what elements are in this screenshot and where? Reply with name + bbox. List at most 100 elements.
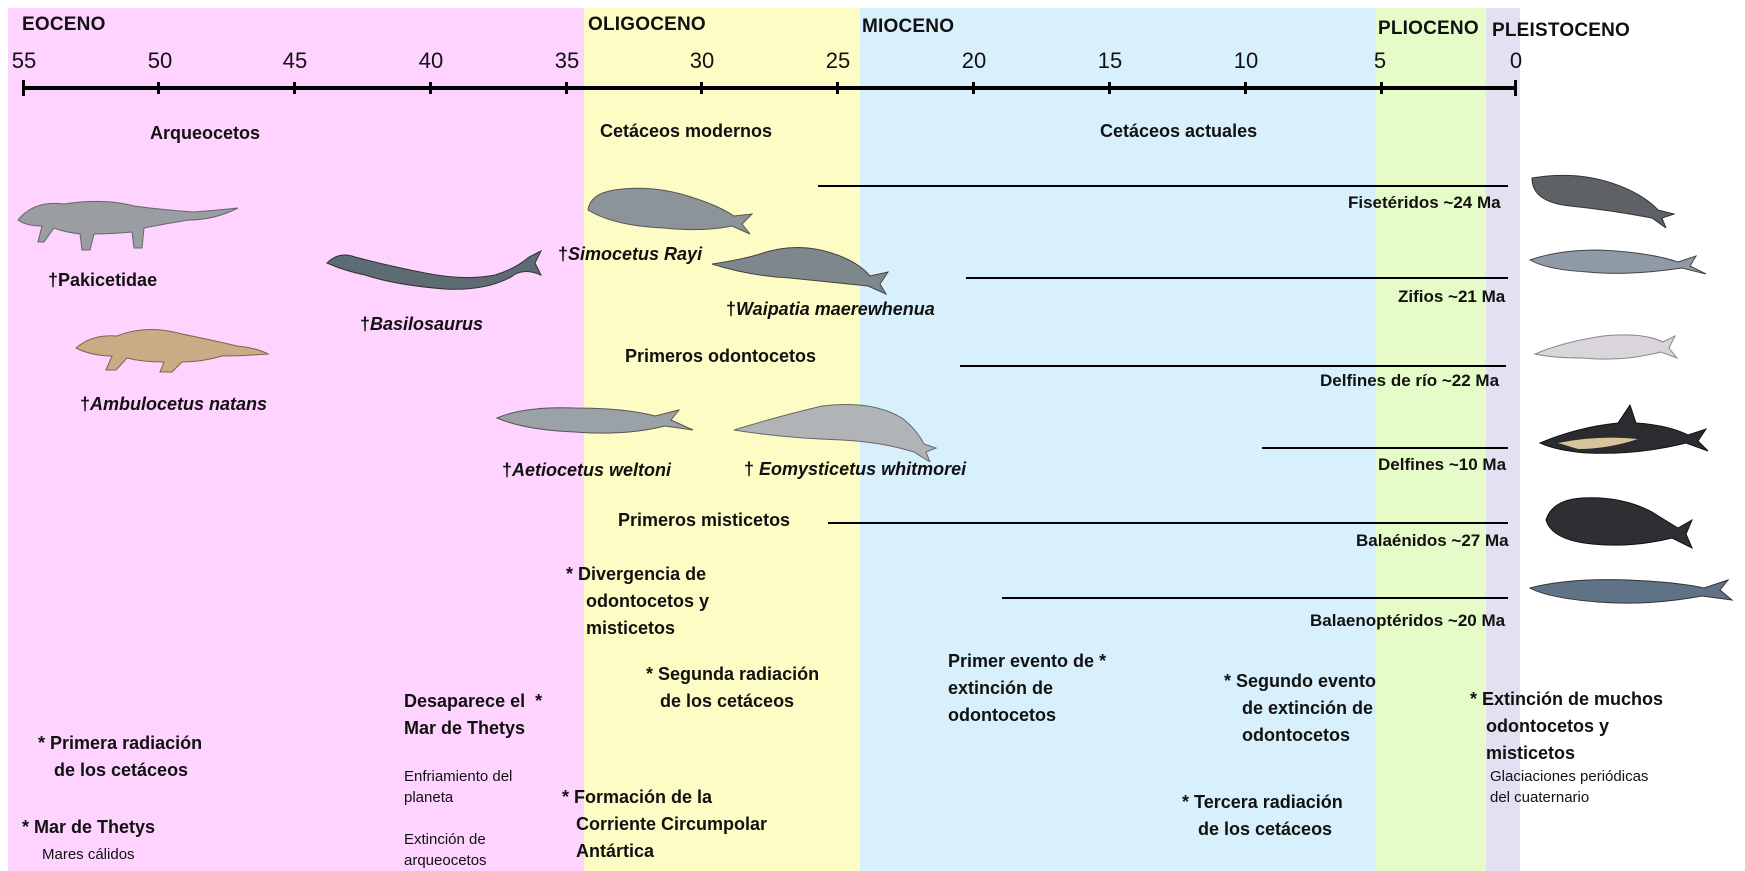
right-whale-illustration <box>1542 490 1694 550</box>
axis-label: 5 <box>1374 48 1386 74</box>
aetiocetus-illustration <box>495 400 695 440</box>
event-star-icon: * <box>38 733 45 753</box>
lineage-label-physeteridae: Fisetéridos ~24 Ma <box>1348 193 1501 213</box>
lineage-line-balaenidae <box>828 522 1508 524</box>
axis-tick <box>1514 80 1517 96</box>
species-basilosaurus: †Basilosaurus <box>360 311 483 338</box>
epoch-eoceno: EOCENO <box>22 14 106 36</box>
event-current-formation: * Formación de la Corriente Circumpolar … <box>562 784 767 865</box>
event-star-icon: * <box>646 664 653 684</box>
species-simocetus: †Simocetus Rayi <box>558 241 702 268</box>
axis-label: 30 <box>690 48 714 74</box>
eomysticetus-illustration <box>732 400 938 462</box>
extinct-dagger-icon: † <box>80 394 90 414</box>
event-thetys-sea: * Mar de Thetys <box>22 814 155 841</box>
axis-label: 45 <box>283 48 307 74</box>
sperm-whale-illustration <box>1530 170 1675 228</box>
extinct-dagger-icon: † <box>726 299 736 319</box>
event-glaciations: Glaciaciones periódicas del cuaternario <box>1490 766 1648 808</box>
extinct-dagger-icon: † <box>744 459 754 479</box>
lineage-line-river-dolphins <box>960 365 1506 367</box>
axis-tick <box>1244 82 1247 94</box>
axis-label: 40 <box>419 48 443 74</box>
axis-tick <box>22 80 25 96</box>
species-ambulocetus: †Ambulocetus natans <box>80 391 267 418</box>
axis-tick <box>836 82 839 94</box>
axis-label: 20 <box>962 48 986 74</box>
ambulocetus-illustration <box>72 318 270 376</box>
species-waipatia: †Waipatia maerewhenua <box>726 296 935 323</box>
group-first-mysticetes: Primeros misticetos <box>618 507 790 534</box>
group-modern: Cetáceos modernos <box>600 118 772 145</box>
species-name: Pakicetidae <box>58 270 157 290</box>
event-first-extinction: Primer evento de * extinción de odontoce… <box>948 648 1106 729</box>
basilosaurus-illustration <box>325 245 543 297</box>
axis-label: 55 <box>12 48 36 74</box>
group-archaeocetes: Arqueocetos <box>150 120 260 147</box>
axis-label: 0 <box>1510 48 1522 74</box>
event-star-icon: * <box>535 691 542 711</box>
extinct-dagger-icon: † <box>558 244 568 264</box>
species-pakicetidae: †Pakicetidae <box>48 267 157 294</box>
axis-label: 50 <box>148 48 172 74</box>
epoch-pleistoceno: PLEISTOCENO <box>1492 20 1630 42</box>
axis-label: 35 <box>555 48 579 74</box>
beaked-whale-illustration <box>1528 240 1708 280</box>
axis-tick <box>700 82 703 94</box>
event-thetys-disappears: Desaparece el * Mar de Thetys <box>404 688 542 742</box>
species-aetiocetus: †Aetiocetus weltoni <box>502 457 671 484</box>
axis-label: 25 <box>826 48 850 74</box>
axis-label: 10 <box>1234 48 1258 74</box>
waipatia-illustration <box>710 236 890 296</box>
event-first-radiation: * Primera radiación de los cetáceos <box>38 730 202 784</box>
rorqual-illustration <box>1528 572 1734 612</box>
species-name: Ambulocetus natans <box>90 394 267 414</box>
lineage-line-balaenopteridae <box>1002 597 1508 599</box>
event-star-icon: * <box>22 817 29 837</box>
epoch-oligoceno: OLIGOCENO <box>588 14 706 36</box>
event-warm-seas: Mares cálidos <box>42 844 135 865</box>
lineage-label-balaenidae: Balaénidos ~27 Ma <box>1356 531 1509 551</box>
dolphin-illustration <box>1538 395 1710 457</box>
event-star-icon: * <box>1224 671 1231 691</box>
species-name: Waipatia maerewhenua <box>736 299 935 319</box>
axis-tick <box>565 82 568 94</box>
axis-tick <box>157 82 160 94</box>
simocetus-illustration <box>584 180 754 236</box>
extinct-dagger-icon: † <box>48 270 58 290</box>
species-name: Aetiocetus weltoni <box>512 460 671 480</box>
axis-tick <box>1108 82 1111 94</box>
event-star-icon: * <box>562 787 569 807</box>
event-archaeocete-extinction: Extinción de arqueocetos <box>404 829 487 871</box>
event-cooling: Enfriamiento del planeta <box>404 766 512 808</box>
lineage-label-dolphins: Delfines ~10 Ma <box>1378 455 1506 475</box>
time-axis <box>22 86 1516 90</box>
event-mass-extinction: * Extinción de muchos odontocetos y mist… <box>1470 686 1663 767</box>
event-star-icon: * <box>566 564 573 584</box>
epoch-plioceno: PLIOCENO <box>1378 18 1479 40</box>
lineage-line-dolphins <box>1262 447 1508 449</box>
lineage-line-physeteridae <box>818 185 1508 187</box>
epoch-mioceno: MIOCENO <box>862 16 954 38</box>
event-star-icon: * <box>1099 651 1106 671</box>
pakicetidae-illustration <box>14 190 240 258</box>
event-second-radiation: * Segunda radiación de los cetáceos <box>646 661 819 715</box>
event-third-radiation: * Tercera radiación de los cetáceos <box>1182 789 1343 843</box>
lineage-label-ziphiidae: Zifios ~21 Ma <box>1398 287 1505 307</box>
species-name: Eomysticetus whitmorei <box>759 459 966 479</box>
group-first-odontocetes: Primeros odontocetos <box>625 343 816 370</box>
event-star-icon: * <box>1182 792 1189 812</box>
axis-tick <box>429 82 432 94</box>
axis-tick <box>972 82 975 94</box>
lineage-line-ziphiidae <box>966 277 1508 279</box>
axis-tick <box>293 82 296 94</box>
axis-label: 15 <box>1098 48 1122 74</box>
extinct-dagger-icon: † <box>360 314 370 334</box>
lineage-label-balaenopteridae: Balaenoptéridos ~20 Ma <box>1310 611 1505 631</box>
axis-tick <box>1380 82 1383 94</box>
river-dolphin-illustration <box>1533 318 1678 370</box>
lineage-label-river-dolphins: Delfines de río ~22 Ma <box>1320 371 1499 391</box>
event-star-icon: * <box>1470 689 1477 709</box>
event-divergence: * Divergencia de odontocetos y misticeto… <box>566 561 709 642</box>
extinct-dagger-icon: † <box>502 460 512 480</box>
